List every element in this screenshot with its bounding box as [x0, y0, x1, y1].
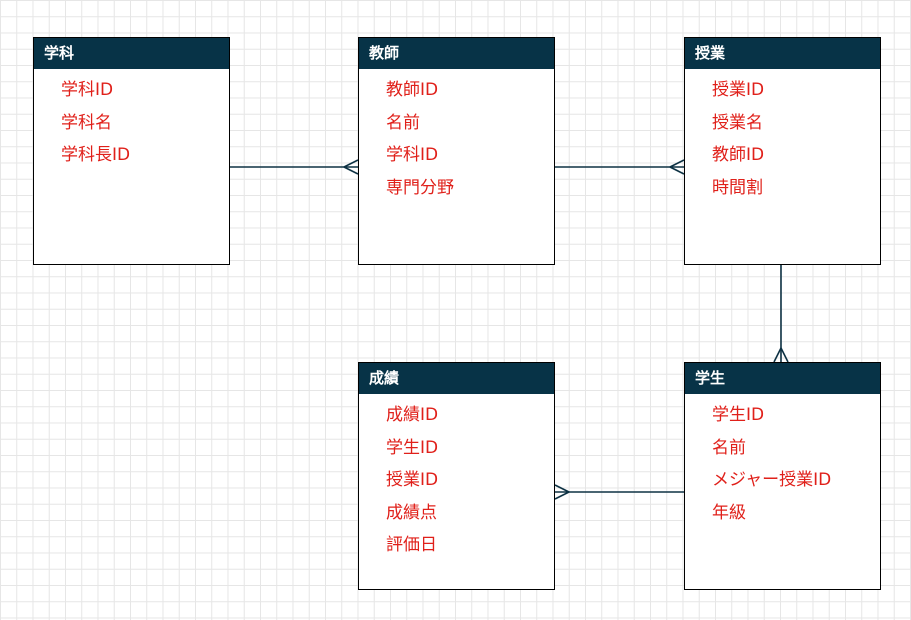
attribute-list: 成績ID 学生ID 授業ID 成績点 評価日 [359, 394, 554, 565]
attribute: 時間割 [712, 177, 763, 198]
entity-title: 授業 [685, 38, 880, 69]
relationship-student-grade [554, 484, 684, 500]
attribute: 学科長ID [61, 145, 131, 165]
entity-grade[interactable]: 成績 成績ID 学生ID 授業ID 成績点 評価日 [358, 362, 555, 590]
entity-student[interactable]: 学生 学生ID 名前 メジャー授業ID 年級 [684, 362, 881, 590]
attribute: 学生ID [712, 405, 765, 425]
entity-title: 成績 [359, 363, 554, 394]
attribute: 成績点 [386, 502, 437, 523]
entity-teacher[interactable]: 教師 教師ID 名前 学科ID 専門分野 [358, 37, 555, 265]
attribute: 学科名 [61, 112, 112, 133]
attribute: メジャー授業ID [712, 470, 832, 490]
attribute-list: 学生ID 名前 メジャー授業ID 年級 [685, 394, 880, 532]
attribute: 専門分野 [386, 177, 454, 198]
entity-department[interactable]: 学科 学科ID 学科名 学科長ID [33, 37, 230, 265]
attribute: 評価日 [386, 535, 437, 555]
attribute: 名前 [712, 437, 746, 458]
attribute: 学科ID [61, 80, 114, 100]
relationship-teacher-class [555, 159, 685, 175]
attribute: 年級 [712, 502, 746, 523]
attribute-list: 教師ID 名前 学科ID 専門分野 [359, 69, 554, 207]
entity-title: 学生 [685, 363, 880, 394]
entity-title: 学科 [34, 38, 229, 69]
entity-title: 教師 [359, 38, 554, 69]
attribute: 教師ID [386, 80, 439, 100]
attribute: 授業ID [386, 470, 439, 490]
attribute: 教師ID [712, 145, 765, 165]
entity-class[interactable]: 授業 授業ID 授業名 教師ID 時間割 [684, 37, 881, 265]
attribute: 学生ID [386, 437, 439, 458]
attribute: 授業ID [712, 80, 765, 100]
attribute: 授業名 [712, 112, 763, 133]
attribute: 成績ID [386, 405, 439, 425]
relationship-department-teacher [230, 159, 359, 175]
attribute-list: 授業ID 授業名 教師ID 時間割 [685, 69, 880, 207]
attribute: 学科ID [386, 145, 439, 165]
relationship-class-student [773, 265, 789, 363]
attribute: 名前 [386, 112, 420, 133]
attribute-list: 学科ID 学科名 学科長ID [34, 69, 229, 175]
